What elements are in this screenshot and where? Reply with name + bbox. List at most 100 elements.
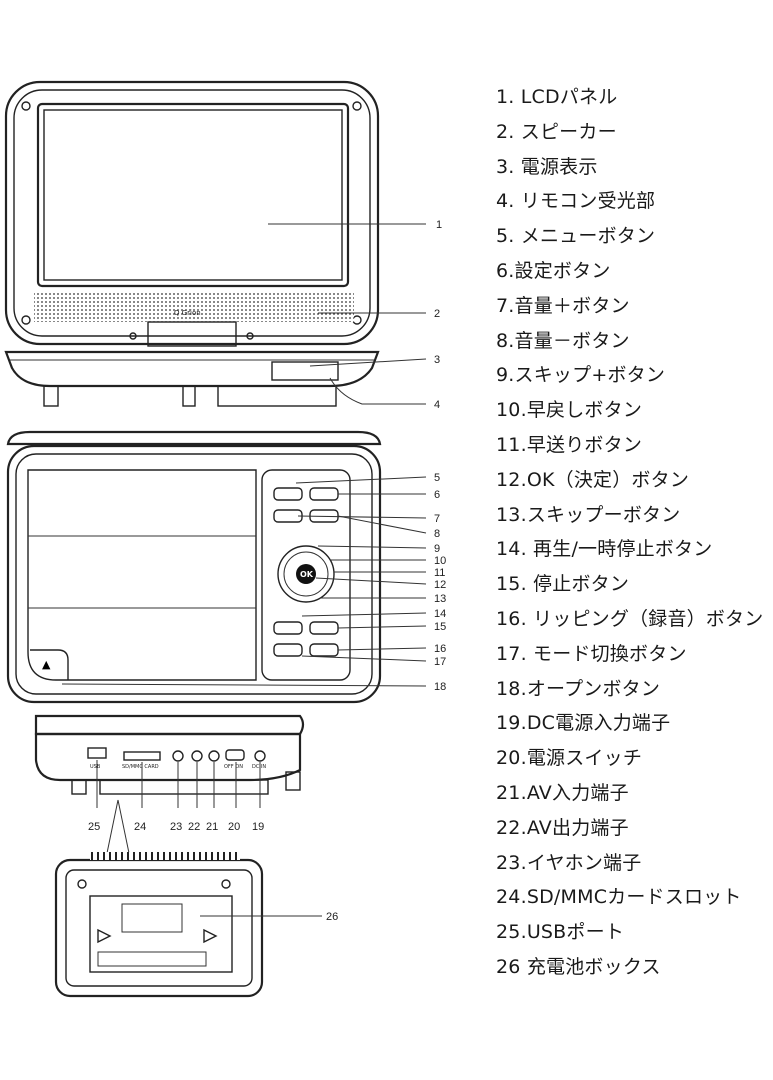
callout-23: 23: [170, 821, 182, 833]
play-pause-button[interactable]: [273, 621, 303, 635]
dc-label: DC IN: [252, 764, 266, 770]
callout-25: 25: [88, 821, 100, 833]
base-inner: [15, 453, 373, 695]
lid-inner: [13, 89, 371, 337]
battery-cells: [121, 903, 183, 933]
callout-26: 26: [326, 911, 338, 923]
usb-label: USB: [90, 764, 101, 770]
callout-6: 6: [434, 489, 440, 501]
screw: [21, 101, 31, 111]
foot: [71, 779, 87, 795]
earphone-jack[interactable]: [172, 750, 184, 762]
callout-18: 18: [434, 681, 446, 693]
callout-4: 4: [434, 399, 440, 411]
battery-box: [89, 895, 233, 973]
part-item: 17. モード切換ボタン: [496, 642, 687, 665]
callout-16: 16: [434, 643, 446, 655]
part-item: 7.音量＋ボタン: [496, 294, 630, 317]
volume-up-button[interactable]: [273, 509, 303, 523]
callout-22: 22: [188, 821, 200, 833]
part-item: 22.AV出力端子: [496, 816, 629, 839]
callout-3: 3: [434, 354, 440, 366]
part-item: 26 充電池ボックス: [496, 955, 661, 978]
disc-lid: [27, 469, 257, 681]
foot: [182, 385, 196, 407]
callout-15: 15: [434, 621, 446, 633]
sd-card-slot[interactable]: [123, 751, 161, 761]
battery-label: [97, 951, 207, 967]
part-item: 15. 停止ボタン: [496, 573, 630, 596]
power-switch[interactable]: [225, 749, 245, 761]
part-item: 20.電源スイッチ: [496, 747, 643, 770]
part-item: 21.AV入力端子: [496, 781, 629, 804]
battery-view: [54, 799, 322, 998]
port-side-view: USB SD/MMC CARD OFF ON DC IN: [34, 714, 305, 808]
base-outer: [6, 444, 382, 704]
callout-2: 2: [434, 308, 440, 320]
foot: [285, 771, 301, 791]
control-panel-view: ▲ OK: [6, 430, 427, 704]
menu-button[interactable]: [273, 487, 303, 501]
screw: [21, 315, 31, 325]
dpad-inner-ring: [283, 551, 329, 597]
screw: [352, 315, 362, 325]
callout-19: 19: [252, 821, 264, 833]
part-item: 1. LCDパネル: [496, 86, 618, 108]
part-item: 19.DC電源入力端子: [496, 712, 671, 735]
bottom-inner: [65, 869, 253, 987]
part-item: 14. 再生/一時停止ボタン: [496, 538, 713, 561]
base-body: [4, 350, 380, 388]
part-item: 23.イヤホン端子: [496, 851, 642, 874]
lid-outer: [4, 80, 380, 346]
callout-13: 13: [434, 593, 446, 605]
power-label: OFF ON: [224, 764, 243, 770]
button-panel: [261, 469, 351, 681]
sd-label: SD/MMC CARD: [122, 764, 159, 770]
callout-14: 14: [434, 608, 446, 620]
lcd-bezel: [36, 102, 350, 288]
dc-in-jack[interactable]: [254, 750, 266, 762]
eject-icon[interactable]: ▲: [42, 658, 51, 671]
part-item: 3. 電源表示: [496, 155, 598, 178]
part-item: 18.オープンボタン: [496, 677, 661, 700]
power-indicator-area: [271, 361, 339, 381]
mode-button[interactable]: [273, 643, 303, 657]
brand-logo: Q Grion: [174, 309, 201, 317]
callout-17: 17: [434, 656, 446, 668]
callout-1: 1: [436, 219, 442, 231]
foot: [43, 385, 59, 407]
screw: [352, 101, 362, 111]
ok-label: OK: [300, 570, 314, 579]
part-item: 16. リッピング（録音）ボタン: [496, 607, 764, 630]
stand: [99, 779, 269, 795]
av-in-jack[interactable]: [208, 750, 220, 762]
part-item: 6.設定ボタン: [496, 259, 611, 282]
vent: [90, 852, 240, 860]
parts-list: 1. LCDパネル 2. スピーカー 3. 電源表示 4. リモコン受光部 5.…: [496, 80, 773, 985]
setup-button[interactable]: [309, 487, 339, 501]
open-unit-view: Q Grion: [4, 80, 427, 407]
part-item: 2. スピーカー: [496, 120, 617, 143]
battery-arrow-icon: [203, 928, 218, 944]
hinge-screw: [246, 332, 254, 340]
part-item: 9.スキップ+ボタン: [496, 364, 666, 387]
part-item: 12.OK（決定）ボタン: [496, 468, 690, 491]
usb-port[interactable]: [87, 747, 107, 759]
callout-11: 11: [434, 567, 445, 579]
hinge-block: [147, 321, 237, 347]
speaker-grille: [34, 292, 354, 322]
part-item: 25.USBポート: [496, 921, 625, 944]
part-item: 5. メニューボタン: [496, 225, 656, 248]
ripping-button[interactable]: [309, 643, 339, 657]
lcd-panel: [43, 109, 343, 281]
dpad[interactable]: [277, 545, 335, 603]
part-item: 8.音量－ボタン: [496, 329, 630, 352]
stop-button[interactable]: [309, 621, 339, 635]
hinge-screw: [129, 332, 137, 340]
side-top: [34, 714, 305, 736]
callout-10: 10: [434, 555, 446, 567]
ok-button[interactable]: [296, 564, 316, 584]
battery-arrow-icon: [97, 928, 112, 944]
av-out-jack[interactable]: [191, 750, 203, 762]
